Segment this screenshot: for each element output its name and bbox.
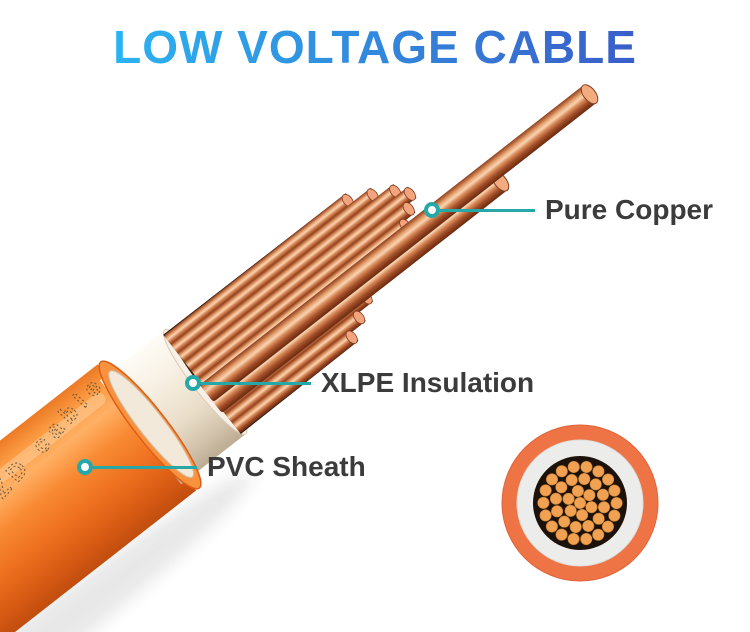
xsec-copper-strands xyxy=(537,460,623,546)
callout-pvc-sheath: PVC Sheath xyxy=(77,451,366,483)
callout-marker-icon xyxy=(185,375,201,391)
sheath-cut-rim xyxy=(98,360,202,490)
cable-cross-section xyxy=(501,424,659,582)
cable-shadow xyxy=(0,473,253,632)
callout-label: Pure Copper xyxy=(545,194,714,225)
callout-leader-line xyxy=(201,381,311,385)
callout-xlpe-insulation: XLPE Insulation xyxy=(185,367,534,399)
page-title-text: LOW VOLTAGE CABLE xyxy=(113,21,637,73)
copper-strand-bundle xyxy=(163,184,417,435)
callout-marker-icon xyxy=(77,459,93,475)
callout-pure-copper: Pure Copper xyxy=(424,194,713,226)
callout-marker-icon xyxy=(424,202,440,218)
callout-leader-line xyxy=(93,465,197,469)
page-title: LOW VOLTAGE CABLE xyxy=(0,22,750,73)
callout-leader-line xyxy=(440,208,535,212)
callout-label: XLPE Insulation xyxy=(321,367,535,398)
pvc-sheath-layer xyxy=(0,364,197,632)
callout-label: PVC Sheath xyxy=(207,451,366,482)
copper-rods xyxy=(201,84,599,412)
